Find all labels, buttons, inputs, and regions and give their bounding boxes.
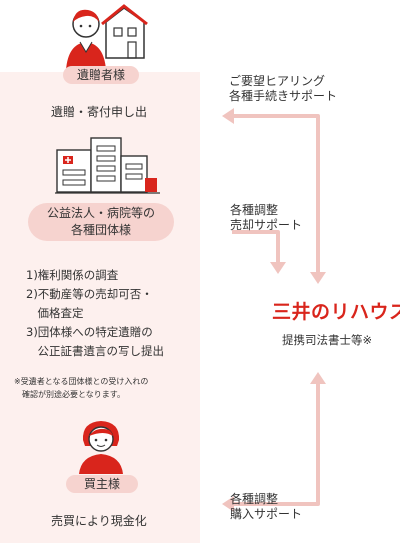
task-item: 3)団体様への特定遺贈の <box>26 325 153 339</box>
arrow-head-down <box>270 262 286 274</box>
task-item: 公正証書遺言の写し提出 <box>26 344 164 358</box>
buyer-person-icon <box>79 421 123 474</box>
support-bottom-text: 各種調整 購入サポート <box>230 492 303 521</box>
arrow-head-down <box>310 272 326 284</box>
organization-note: ※受遺者となる団体様との受け入れの 確認が別途必要となります。 <box>14 377 149 399</box>
task-item: 2)不動産等の売却可否・ <box>26 287 153 301</box>
buyer-label: 買主様 <box>66 475 138 493</box>
organization-label: 公益法人・病院等の 各種団体様 <box>28 203 174 241</box>
arrow-head-left <box>222 496 234 512</box>
elderly-person-with-house-icon <box>66 4 148 70</box>
arrow-head-up <box>310 372 326 384</box>
bequeather-action: 遺贈・寄付申し出 <box>51 105 148 119</box>
buyer-action: 売買により現金化 <box>51 514 147 528</box>
support-top-text: ご要望ヒアリング 各種手続きサポート <box>229 74 338 103</box>
organization-task-list: 1)権利関係の調査 2)不動産等の売却可否・ 価格査定 3)団体様への特定遺贈の… <box>26 266 164 361</box>
company-logo: 三井のリハウス <box>272 301 400 323</box>
company-subtext: 提携司法書士等※ <box>282 333 373 347</box>
arrow-head-left <box>222 108 234 124</box>
bequeather-label: 遺贈者様 <box>63 66 139 84</box>
task-item: 1)権利関係の調査 <box>26 268 119 282</box>
support-middle-text: 各種調整 売却サポート <box>230 203 303 232</box>
task-item: 価格査定 <box>26 306 84 320</box>
hospital-building-icon <box>55 137 160 194</box>
